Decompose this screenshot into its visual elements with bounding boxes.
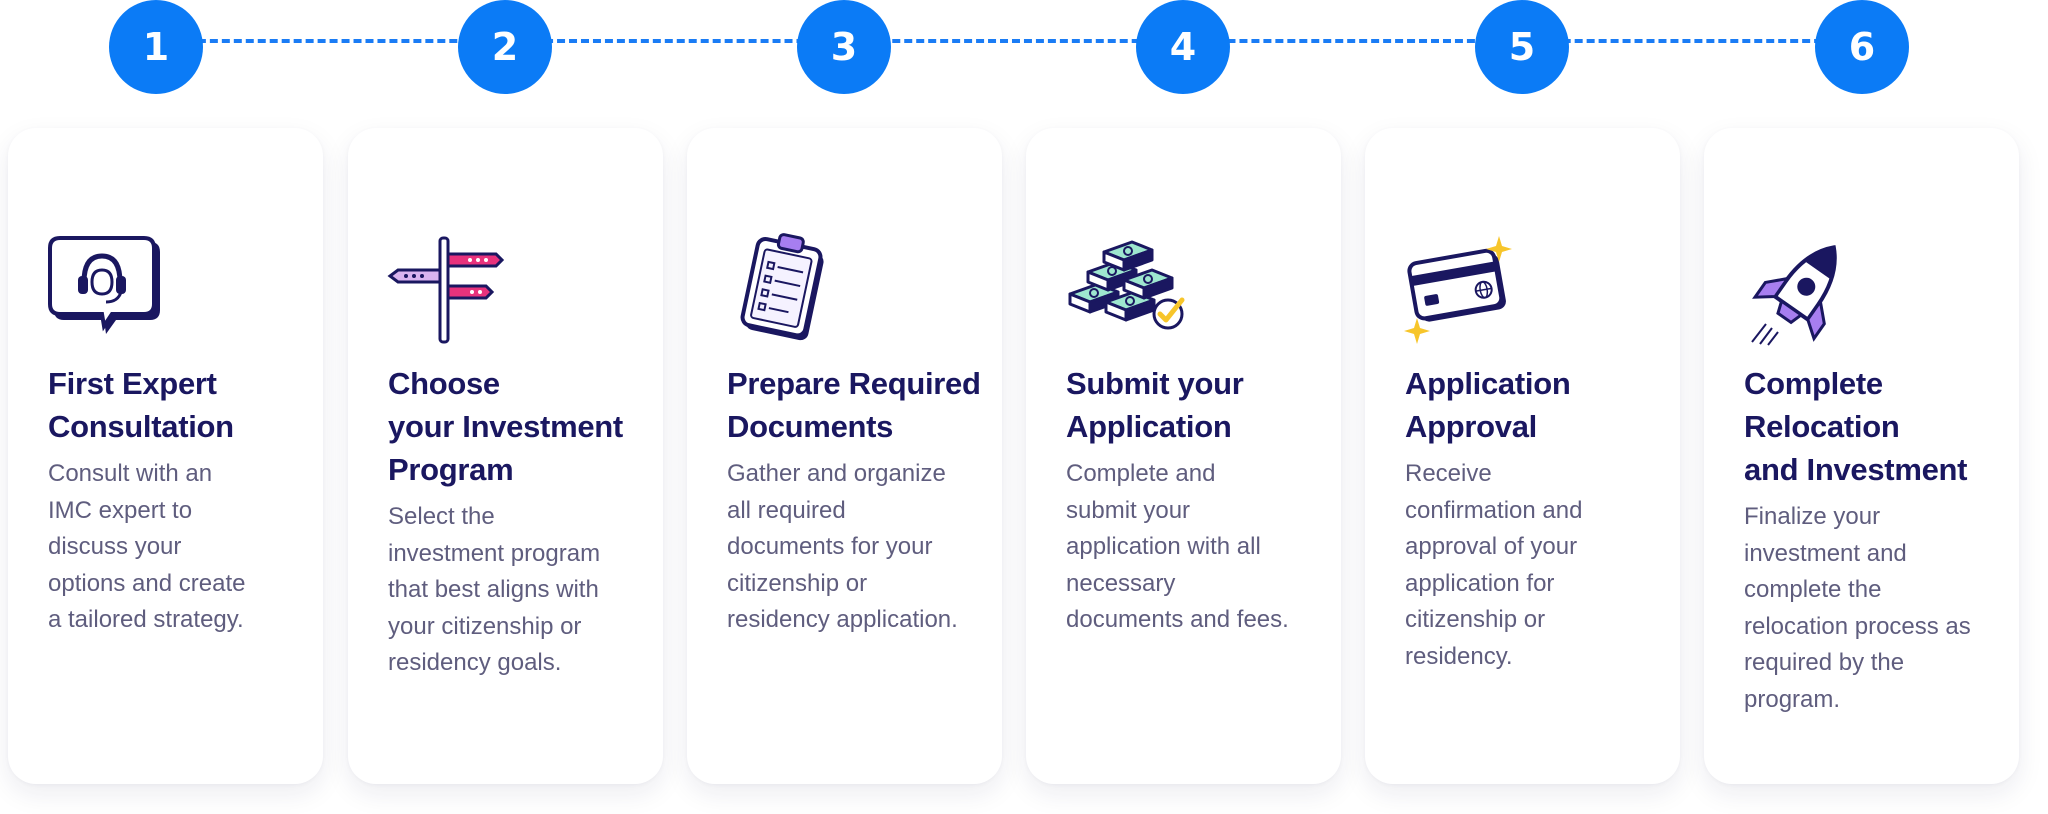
step-circle-3: 3 — [797, 0, 891, 94]
headset-chat-icon — [48, 236, 160, 334]
rocket-icon — [1751, 245, 1837, 346]
step-circle-1: 1 — [109, 0, 203, 94]
step-circle-5: 5 — [1475, 0, 1569, 94]
signpost-icon — [387, 236, 505, 344]
credit-card-sparkle-icon — [1404, 236, 1512, 344]
step-circle-6: 6 — [1815, 0, 1909, 94]
timeline-connector — [150, 39, 1870, 43]
clipboard-checklist-icon — [740, 233, 824, 341]
step-circle-2: 2 — [458, 0, 552, 94]
money-stack-check-icon — [1068, 240, 1185, 330]
step-circle-4: 4 — [1136, 0, 1230, 94]
